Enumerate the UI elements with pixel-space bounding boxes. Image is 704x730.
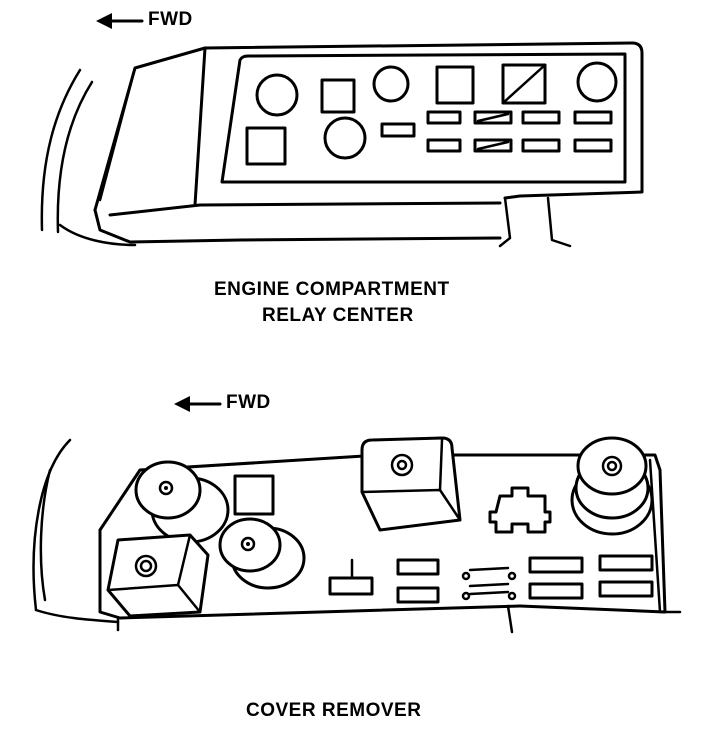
bottom-fwd-arrow-icon [174,396,222,412]
bottom-relays [106,436,654,618]
top-fwd-arrow-icon [96,13,144,29]
top-caption-line2: RELAY CENTER [262,305,414,326]
top-caption-line1: ENGINE COMPARTMENT [214,279,450,300]
relay-center-base [32,438,682,634]
top-fwd-label: FWD [148,9,193,30]
top-components [245,61,618,166]
bottom-caption: COVER REMOVER [246,700,422,721]
bottom-fuses [328,554,654,604]
relay-center-cover [40,41,644,248]
bottom-fwd-label: FWD [226,392,271,413]
